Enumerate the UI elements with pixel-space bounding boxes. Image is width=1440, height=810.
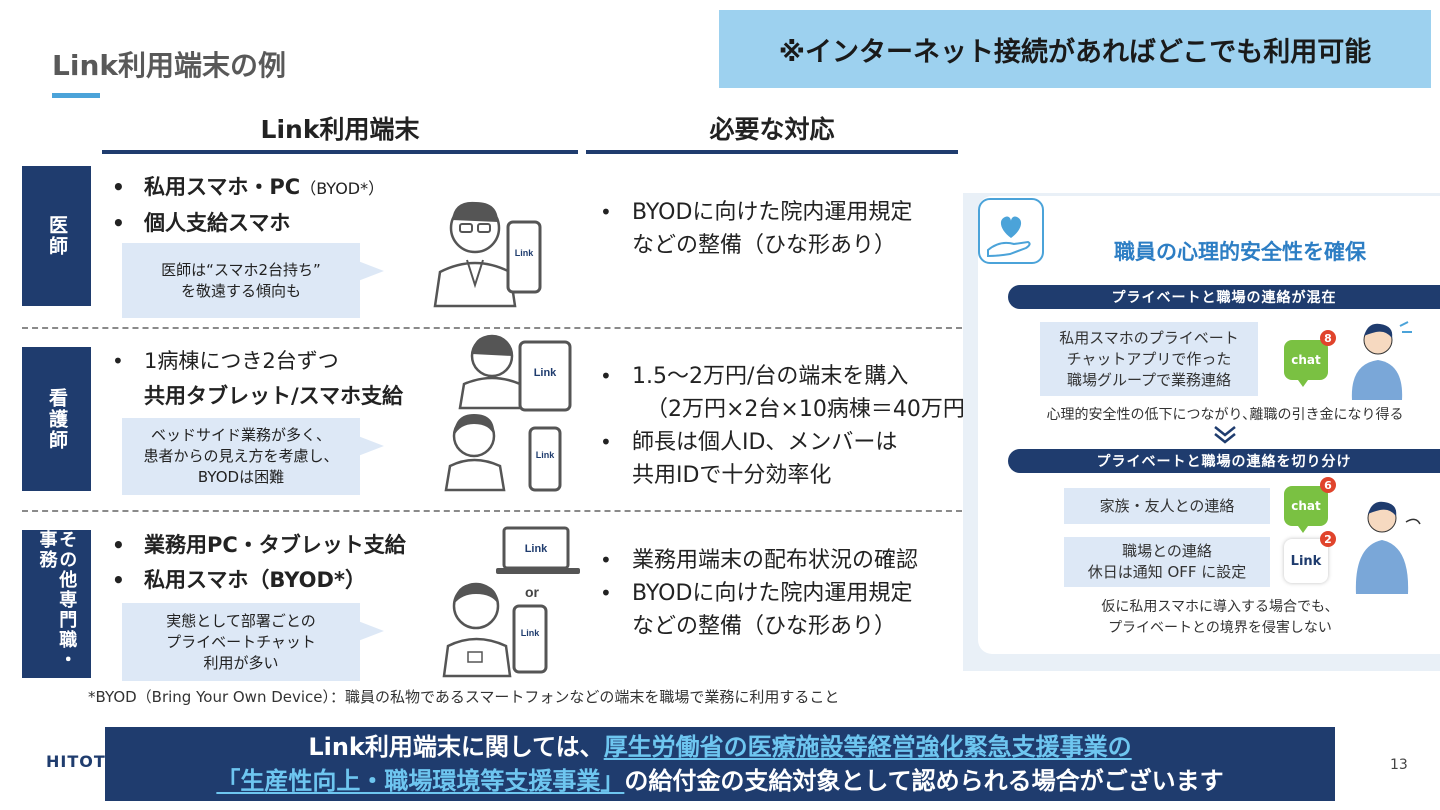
title-accent-bar (52, 93, 100, 98)
column-rule-devices (102, 150, 578, 154)
list-item: 私用スマホ（BYOD*） (108, 563, 406, 598)
chat-app-icon: chat (1284, 486, 1328, 533)
link-app-icon: Link (1284, 539, 1328, 583)
column-header-devices: Link利用端末 (260, 115, 420, 144)
list-item: 師長は個人ID、メンバーは (596, 426, 987, 459)
list-item: 1.5〜2万円/台の端末を購入 (596, 360, 987, 393)
or-label: or (525, 584, 540, 600)
column-rule-actions (586, 150, 958, 154)
byod-footnote: *BYOD（Bring Your Own Device）：職員の私物であるスマー… (88, 688, 840, 706)
list-item: などの整備（ひな形あり） (632, 614, 897, 639)
doctor-with-phone-illustration: Link (433, 201, 542, 308)
role-label-other-staff: その他専門職・事務 (22, 530, 91, 678)
list-item: 業務用端末の配布状況の確認 (596, 544, 918, 577)
nurse-note-bubble: ベッドサイド業務が多く、 患者からの見え方を考慮し、 BYODは困難 (122, 418, 384, 495)
list-item: 業務用PC・タブレット支給 (108, 528, 406, 563)
other-action-list: 業務用端末の配布状況の確認 BYODに向けた院内運用規定 などの整備（ひな形あり… (596, 544, 918, 643)
list-item: 共用IDで十分効率化 (632, 463, 832, 488)
row-divider (22, 327, 962, 329)
list-item: 共用タブレット/スマホ支給 (144, 384, 404, 408)
conclusion-text: 仮に私用スマホに導入する場合でも、 プライベートとの境界を侵害しない (1101, 599, 1339, 636)
row-divider (22, 510, 962, 512)
heart-hand-icon (978, 198, 1044, 264)
role-label-doctor: 医師 (22, 166, 91, 306)
company-logo: HITOTS (46, 752, 119, 771)
doctor-action-list: BYODに向けた院内運用規定 などの整備（ひな形あり） (596, 196, 912, 262)
device-logo: Link (525, 543, 548, 555)
notification-badge: 2 (1320, 531, 1336, 547)
internet-callout: ※インターネット接続があればどこでも利用可能 (719, 10, 1431, 88)
device-logo: Link (536, 450, 555, 460)
list-item: 私用スマホ・PC（BYOD*） (108, 170, 384, 206)
doctor-device-list: 私用スマホ・PC（BYOD*） 個人支給スマホ (108, 170, 384, 241)
calm-person-icon (1355, 501, 1421, 594)
doctor-note-bubble: 医師は“スマホ2台持ち” を敬遠する傾向も (122, 243, 384, 318)
worried-person-icon (1351, 321, 1412, 400)
chat-app-icon: chat (1284, 340, 1328, 387)
nurse-action-list: 1.5〜2万円/台の端末を購入 （2万円×2台×10病棟＝40万円） 師長は個人… (596, 360, 987, 492)
list-item: 個人支給スマホ (108, 206, 384, 241)
device-logo: Link (534, 367, 557, 379)
role-label-nurse: 看護師 (22, 347, 91, 491)
list-item: BYODに向けた院内運用規定 (596, 577, 918, 610)
list-item: などの整備（ひな形あり） (632, 233, 897, 258)
list-item: 1病棟につき2台ずつ (108, 344, 403, 379)
panel-title: 職員の心理的安全性を確保 (1114, 240, 1366, 264)
page-number: 13 (1390, 757, 1408, 773)
column-header-actions: 必要な対応 (709, 115, 835, 144)
nurse-device-list: 1病棟につき2台ずつ 共用タブレット/スマホ支給 (108, 344, 403, 414)
family-contact-box: 家族・友人との連絡 (1064, 488, 1270, 524)
subsidy-banner: Link利用端末に関しては、厚生労働省の医療施設等経営強化緊急支援事業の 「生産… (105, 727, 1335, 801)
device-logo: Link (515, 248, 534, 258)
chevron-down-icon (1214, 426, 1236, 444)
page-title: Link利用端末の例 (52, 49, 286, 82)
warning-text: 心理的安全性の低下につながり､離職の引き金になり得る (1046, 407, 1404, 423)
other-device-list: 業務用PC・タブレット支給 私用スマホ（BYOD*） (108, 528, 406, 598)
section-pill-separated: プライベートと職場の連絡を切り分け (1008, 449, 1440, 473)
work-contact-box: 職場との連絡 休日は通知 OFF に設定 (1064, 537, 1270, 587)
list-item: （2万円×2台×10病棟＝40万円） (646, 397, 987, 422)
nurses-with-tablet-illustration: Link Link (444, 334, 572, 492)
other-note-bubble: 実態として部署ごとの プライベートチャット 利用が多い (122, 603, 384, 681)
notification-badge: 8 (1320, 330, 1336, 346)
mixed-chat-box: 私用スマホのプライベート チャットアプリで作った 職場グループで業務連絡 (1040, 322, 1258, 396)
notification-badge: 6 (1320, 477, 1336, 493)
staff-with-laptop-illustration: Link or Link (442, 526, 580, 678)
section-pill-mixed: プライベートと職場の連絡が混在 (1008, 285, 1440, 309)
list-item: BYODに向けた院内運用規定 (596, 196, 912, 229)
device-logo: Link (521, 628, 540, 638)
